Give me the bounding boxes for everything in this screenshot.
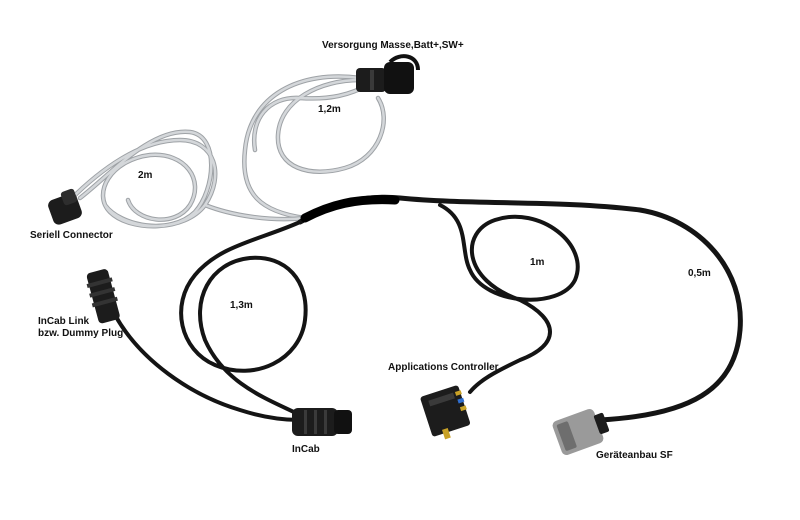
incab-link-connector-icon — [86, 269, 120, 324]
incab-label: InCab — [292, 444, 320, 455]
incab-link-label-line1: InCab Link — [38, 316, 90, 327]
incab-cable — [179, 220, 308, 417]
power-cable-length-label: 1,2m — [318, 104, 341, 115]
incab-link-label-line2: bzw. Dummy Plug — [38, 328, 124, 339]
serial-connector-icon — [48, 188, 82, 225]
incab-cable-length-label: 1,3m — [230, 300, 253, 311]
power-supply-label: Versorgung Masse,Batt+,SW+ — [322, 40, 464, 51]
power-supply-connector-icon — [356, 54, 420, 94]
applications-controller-connector-icon — [420, 385, 471, 440]
implement-cable-length-label: 0,5m — [688, 268, 711, 279]
applications-controller-label: Applications Controller — [388, 362, 499, 373]
serial-connector-label: Seriell Connector — [30, 230, 113, 241]
serial-cable-length-label: 2m — [138, 170, 153, 181]
controller-cable-length-label: 1m — [530, 257, 545, 268]
incab-connector-icon — [292, 408, 352, 436]
cable-junction-sleeve — [300, 195, 400, 223]
grey-cable-group — [67, 74, 386, 229]
implement-sf-connector-icon — [552, 408, 610, 456]
incab-link-cable — [113, 313, 302, 422]
controller-cable — [438, 203, 580, 394]
implement-sf-label: Geräteanbau SF — [596, 450, 673, 461]
